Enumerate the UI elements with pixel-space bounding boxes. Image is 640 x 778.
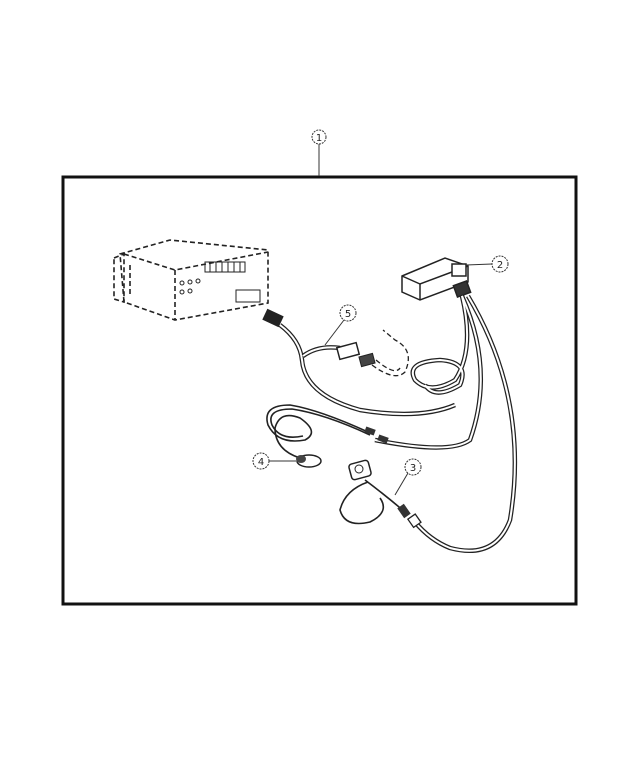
radio-unit xyxy=(113,239,269,321)
small-antenna-sensor xyxy=(296,454,322,468)
svg-text:3: 3 xyxy=(410,463,416,474)
antenna-cable xyxy=(339,479,406,525)
svg-text:1: 1 xyxy=(316,133,322,144)
radio-connector-plug xyxy=(262,308,284,328)
callout-5: 5 xyxy=(339,304,357,322)
callout-4: 4 xyxy=(252,452,270,470)
callout-1: 1 xyxy=(311,129,327,145)
callout-5-leader xyxy=(324,319,345,346)
kit-frame xyxy=(61,175,578,606)
puck-antenna xyxy=(348,459,372,481)
callout-2: 2 xyxy=(491,255,509,273)
module-cables xyxy=(374,294,518,553)
main-harness-cable xyxy=(278,323,456,417)
control-module xyxy=(401,257,472,301)
sensor-coil-cable xyxy=(266,404,371,459)
callout-2-leader xyxy=(465,263,493,266)
wiring-harness-adapter xyxy=(301,329,409,377)
svg-text:2: 2 xyxy=(497,260,503,271)
callout-3: 3 xyxy=(404,458,422,476)
callout-3-leader xyxy=(394,472,409,496)
radio-unit-details xyxy=(179,261,261,303)
svg-text:4: 4 xyxy=(258,457,264,468)
svg-text:5: 5 xyxy=(345,309,351,320)
